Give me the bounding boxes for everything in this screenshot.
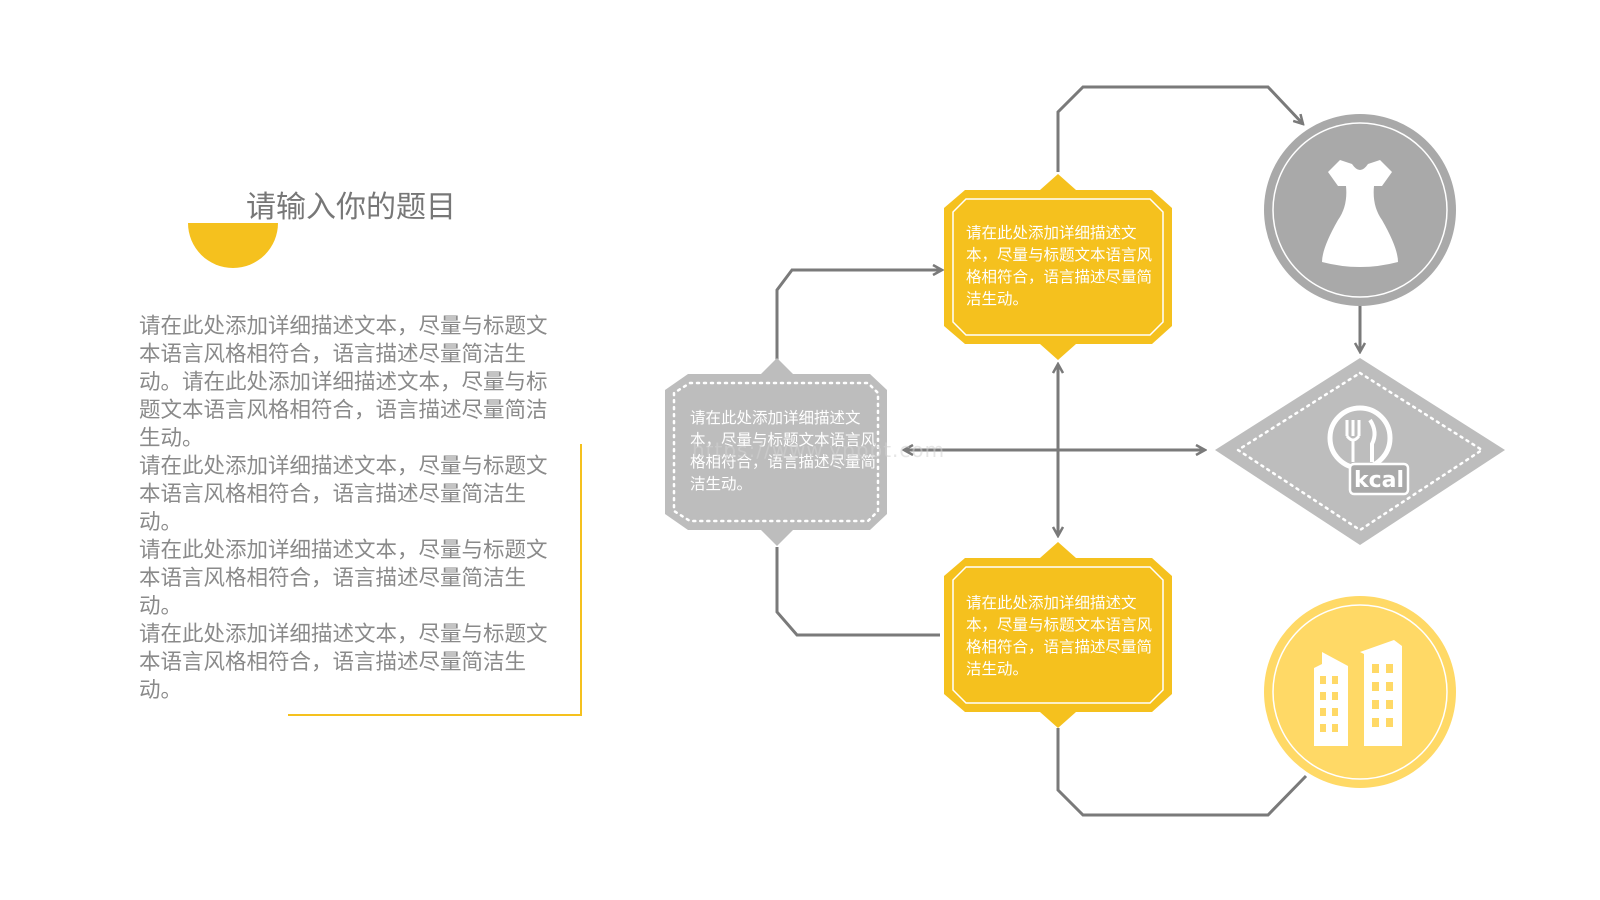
accent-horizontal-line — [288, 714, 582, 716]
dress-icon — [1322, 160, 1398, 267]
buildings-circle — [1264, 596, 1456, 788]
paragraph: 请在此处添加详细描述文本，尽量与标题文本语言风格相符合，语言描述尽量简洁生动。 — [139, 538, 548, 619]
process-box-bottom — [944, 542, 1172, 728]
left-box-text: 请在此处添加详细描述文本，尽量与标题文本语言风格相符合，语言描述尽量简洁生动。 — [690, 409, 877, 493]
watermark: https://www.ypppt.com — [692, 438, 946, 462]
bottom-box-text: 请在此处添加详细描述文本，尽量与标题文本语言风格相符合，语言描述尽量简洁生动。 — [966, 594, 1153, 678]
process-box-top — [944, 174, 1172, 360]
description-text: 请在此处添加详细描述文本，尽量与标题文本语言风格相符合，语言描述尽量简洁生动。请… — [139, 313, 565, 705]
fork-knife-kcal-icon: kcal — [1327, 405, 1410, 496]
connector-top-to-dress — [1056, 85, 1303, 172]
kcal-label: kcal — [1354, 468, 1404, 493]
top-box-text: 请在此处添加详细描述文本，尽量与标题文本语言风格相符合，语言描述尽量简洁生动。 — [966, 224, 1153, 308]
connector-bottom-to-buildings — [1056, 728, 1308, 817]
paragraph: 请在此处添加详细描述文本，尽量与标题文本语言风格相符合，语言描述尽量简洁生动。请… — [139, 314, 548, 451]
buildings-icon — [1314, 640, 1402, 746]
accent-vertical-line — [580, 444, 582, 716]
pie-decoration-icon — [188, 178, 278, 268]
kcal-diamond: kcal — [1215, 358, 1505, 545]
connector-left-to-bottom — [775, 547, 940, 637]
connector-left-to-top — [775, 270, 942, 360]
paragraph: 请在此处添加详细描述文本，尽量与标题文本语言风格相符合，语言描述尽量简洁生动。 — [139, 454, 548, 535]
process-box-left — [665, 358, 887, 546]
dress-circle — [1264, 114, 1456, 306]
slide-title: 请输入你的题目 — [246, 190, 456, 225]
paragraph: 请在此处添加详细描述文本，尽量与标题文本语言风格相符合，语言描述尽量简洁生动。 — [139, 622, 548, 703]
